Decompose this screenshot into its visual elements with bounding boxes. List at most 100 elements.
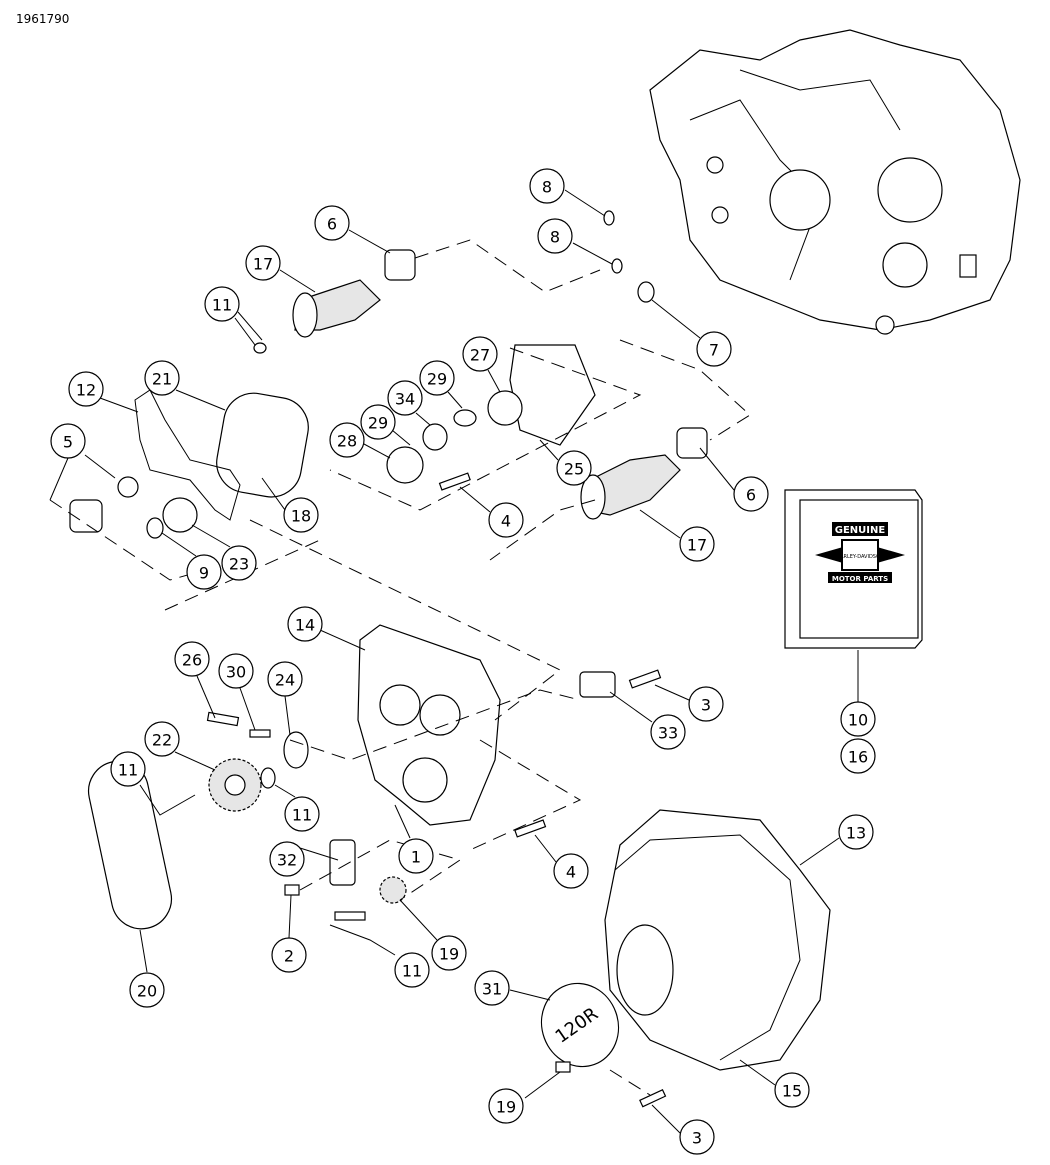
callout-number: 18 [291, 507, 311, 526]
callout-2: 2 [271, 937, 307, 973]
callout-number: 12 [76, 381, 96, 400]
callout-15: 15 [774, 1072, 810, 1108]
callout-number: 15 [782, 1082, 802, 1101]
callout-23: 23 [221, 545, 257, 581]
callout-circle [733, 476, 769, 512]
callout-number: 19 [439, 945, 459, 964]
callout-circle [50, 423, 86, 459]
callout-circle [174, 641, 210, 677]
callout-number: 17 [253, 255, 273, 274]
callout-circle [553, 853, 589, 889]
callout-29: 29 [360, 404, 396, 440]
callout-32: 32 [269, 841, 305, 877]
callout-number: 7 [709, 341, 719, 360]
logo-harley-davidson: HARLEY-DAVIDSON [836, 554, 884, 560]
callout-circle [329, 422, 365, 458]
callout-number: 11 [292, 806, 312, 825]
callout-21: 21 [144, 360, 180, 396]
logo-motor-parts: MOTOR PARTS [832, 575, 888, 583]
callout-number: 3 [692, 1129, 702, 1148]
callout-circle [144, 721, 180, 757]
callout-number: 16 [848, 748, 868, 767]
callout-number: 34 [395, 390, 415, 409]
callout-circle [398, 838, 434, 874]
callout-circle [474, 970, 510, 1006]
callout-number: 5 [63, 433, 73, 452]
callout-circle [696, 331, 732, 367]
callout-number: 11 [402, 962, 422, 981]
callout-number: 14 [295, 616, 315, 635]
callout-circle [688, 686, 724, 722]
callout-number: 17 [687, 536, 707, 555]
callout-circle [218, 653, 254, 689]
callout-number: 22 [152, 731, 172, 750]
callout-12: 12 [68, 371, 104, 407]
callout-number: 8 [542, 178, 552, 197]
callout-6: 6 [314, 205, 350, 241]
callout-number: 4 [501, 512, 511, 531]
callout-number: 6 [327, 215, 337, 234]
callout-circle [840, 738, 876, 774]
callout-3: 3 [688, 686, 724, 722]
callout-30: 30 [218, 653, 254, 689]
callout-number: 9 [199, 564, 209, 583]
callout-5: 5 [50, 423, 86, 459]
callout-11: 11 [110, 751, 146, 787]
callout-number: 29 [427, 370, 447, 389]
callout-circle [774, 1072, 810, 1108]
cam-rear [253, 249, 416, 354]
callout-circle [650, 714, 686, 750]
callout-number: 1 [411, 848, 421, 867]
o-ring-8b [611, 258, 623, 274]
callout-4: 4 [553, 853, 589, 889]
callout-3: 3 [679, 1119, 715, 1155]
callout-circle [314, 205, 350, 241]
callout-number: 32 [277, 851, 297, 870]
callout-number: 11 [118, 761, 138, 780]
callout-number: 13 [846, 824, 866, 843]
callout-number: 25 [564, 460, 584, 479]
logo-genuine: GENUINE [835, 525, 886, 536]
callout-11: 11 [204, 286, 240, 322]
figure-number: 1961790 [16, 12, 70, 26]
callout-circle [360, 404, 396, 440]
callout-28: 28 [329, 422, 365, 458]
callout-number: 29 [368, 414, 388, 433]
callout-number: 6 [746, 486, 756, 505]
callout-number: 31 [482, 980, 502, 999]
callout-number: 28 [337, 432, 357, 451]
cam-cover: 120R [540, 809, 831, 1108]
callout-circle [488, 502, 524, 538]
callout-22: 22 [144, 721, 180, 757]
callout-9: 9 [186, 554, 222, 590]
callout-8: 8 [529, 168, 565, 204]
callout-31: 31 [474, 970, 510, 1006]
callout-18: 18 [283, 497, 319, 533]
chain-and-plate [69, 389, 309, 539]
callout-circle [679, 1119, 715, 1155]
leader-lines [49, 189, 840, 1134]
callout-circle [267, 661, 303, 697]
crankcase [649, 29, 1021, 335]
callout-circle [838, 814, 874, 850]
callout-17: 17 [679, 526, 715, 562]
callout-circle [387, 380, 423, 416]
callout-number: 26 [182, 651, 202, 670]
callout-number: 27 [470, 346, 490, 365]
callout-circle [271, 937, 307, 973]
callout-19: 19 [488, 1088, 524, 1124]
cam-front [580, 427, 708, 520]
cam-support-bearings [386, 344, 596, 491]
callout-circle [110, 751, 146, 787]
callout-33: 33 [650, 714, 686, 750]
callout-27: 27 [462, 336, 498, 372]
callout-circle [462, 336, 498, 372]
genuine-parts-box: GENUINE HARLEY-DAVIDSON MOTOR PARTS [784, 489, 923, 702]
callout-number: 33 [658, 724, 678, 743]
callout-circle [537, 218, 573, 254]
callout-circle [245, 245, 281, 281]
cam-plate [357, 624, 662, 826]
callout-circle [394, 952, 430, 988]
callout-circle [284, 796, 320, 832]
callout-11: 11 [394, 952, 430, 988]
